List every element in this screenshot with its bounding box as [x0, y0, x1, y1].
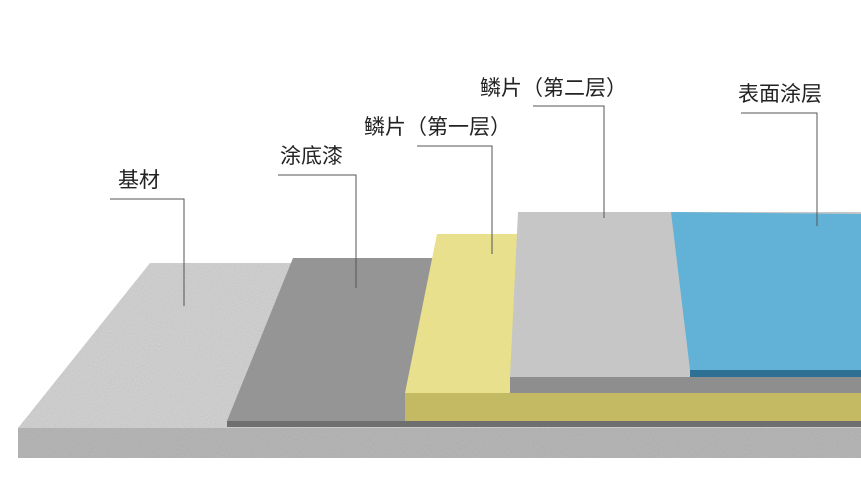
leader-flake-1	[417, 145, 493, 254]
label-primer: 涂底漆	[280, 144, 343, 168]
flake-2-front-face	[510, 377, 861, 393]
leader-lines	[110, 105, 818, 306]
top-coat-face	[671, 212, 861, 370]
leader-top-coat	[741, 112, 818, 226]
top-coat-front-edge	[690, 370, 861, 377]
flake-1-front-face	[405, 393, 861, 421]
label-flake-layer-1: 鳞片（第一层）	[364, 115, 511, 139]
primer-front-edge	[227, 421, 861, 427]
leader-flake-2	[533, 105, 605, 218]
substrate-front-face	[18, 428, 861, 458]
label-top-coat: 表面涂层	[738, 82, 822, 106]
top-coat-layer	[671, 212, 861, 377]
label-flake-layer-2: 鳞片（第二层）	[480, 76, 627, 100]
leader-primer	[278, 174, 357, 288]
leader-substrate	[110, 198, 185, 306]
label-substrate: 基材	[118, 168, 160, 192]
